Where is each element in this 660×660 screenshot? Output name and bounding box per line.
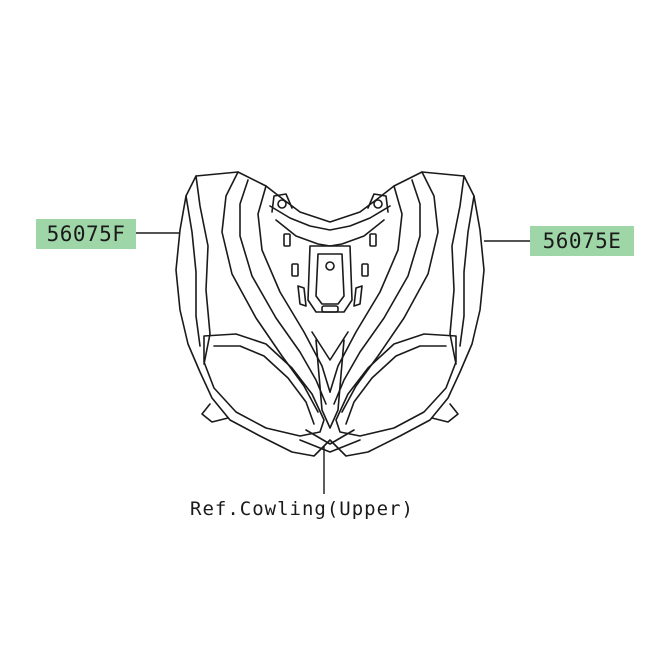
clip-right-upper <box>369 233 377 247</box>
left-side-panel <box>195 175 211 365</box>
clip-left-mid <box>291 263 299 277</box>
left-mount-tab <box>271 193 293 213</box>
right-headlight-lobe-inner <box>345 345 447 425</box>
right-mount-hole <box>373 199 383 209</box>
right-wing-stripe-edge <box>329 185 403 393</box>
slot-left-lower <box>297 285 307 307</box>
upper-bridge <box>269 205 391 231</box>
left-side-panel-inner <box>185 195 201 347</box>
clip-left-upper <box>283 233 291 247</box>
reference-caption: Ref.Cowling(Upper) <box>190 498 414 520</box>
part-number-callout-right[interactable]: 56075E <box>530 226 634 256</box>
center-nose-tip <box>299 429 361 453</box>
part-number-callout-left[interactable]: 56075F <box>36 219 136 249</box>
left-wing-stripe <box>221 171 319 413</box>
clip-right-mid <box>361 263 369 277</box>
right-side-panel-inner <box>459 195 475 347</box>
center-bracket <box>307 245 353 313</box>
right-wing-stripe-inner <box>333 179 421 405</box>
right-wing-stripe <box>341 171 439 413</box>
right-mount-tab <box>367 193 389 213</box>
left-headlight-lobe-inner <box>213 345 315 425</box>
center-bracket-hole <box>325 261 335 271</box>
center-nose <box>311 331 349 429</box>
right-side-panel <box>449 175 465 365</box>
cowling-outline <box>175 171 485 457</box>
center-bracket-slot <box>321 305 339 313</box>
right-lower-ear <box>431 403 459 423</box>
slot-right-lower <box>353 285 363 307</box>
left-wing-stripe-inner <box>239 179 327 405</box>
left-headlight-lobe <box>203 333 325 437</box>
left-mount-hole <box>277 199 287 209</box>
left-wing-stripe-edge <box>257 185 331 393</box>
left-lower-ear <box>201 403 229 423</box>
center-bracket-inner <box>315 253 345 305</box>
upper-bridge-lower <box>275 219 385 247</box>
right-headlight-lobe <box>335 333 457 437</box>
